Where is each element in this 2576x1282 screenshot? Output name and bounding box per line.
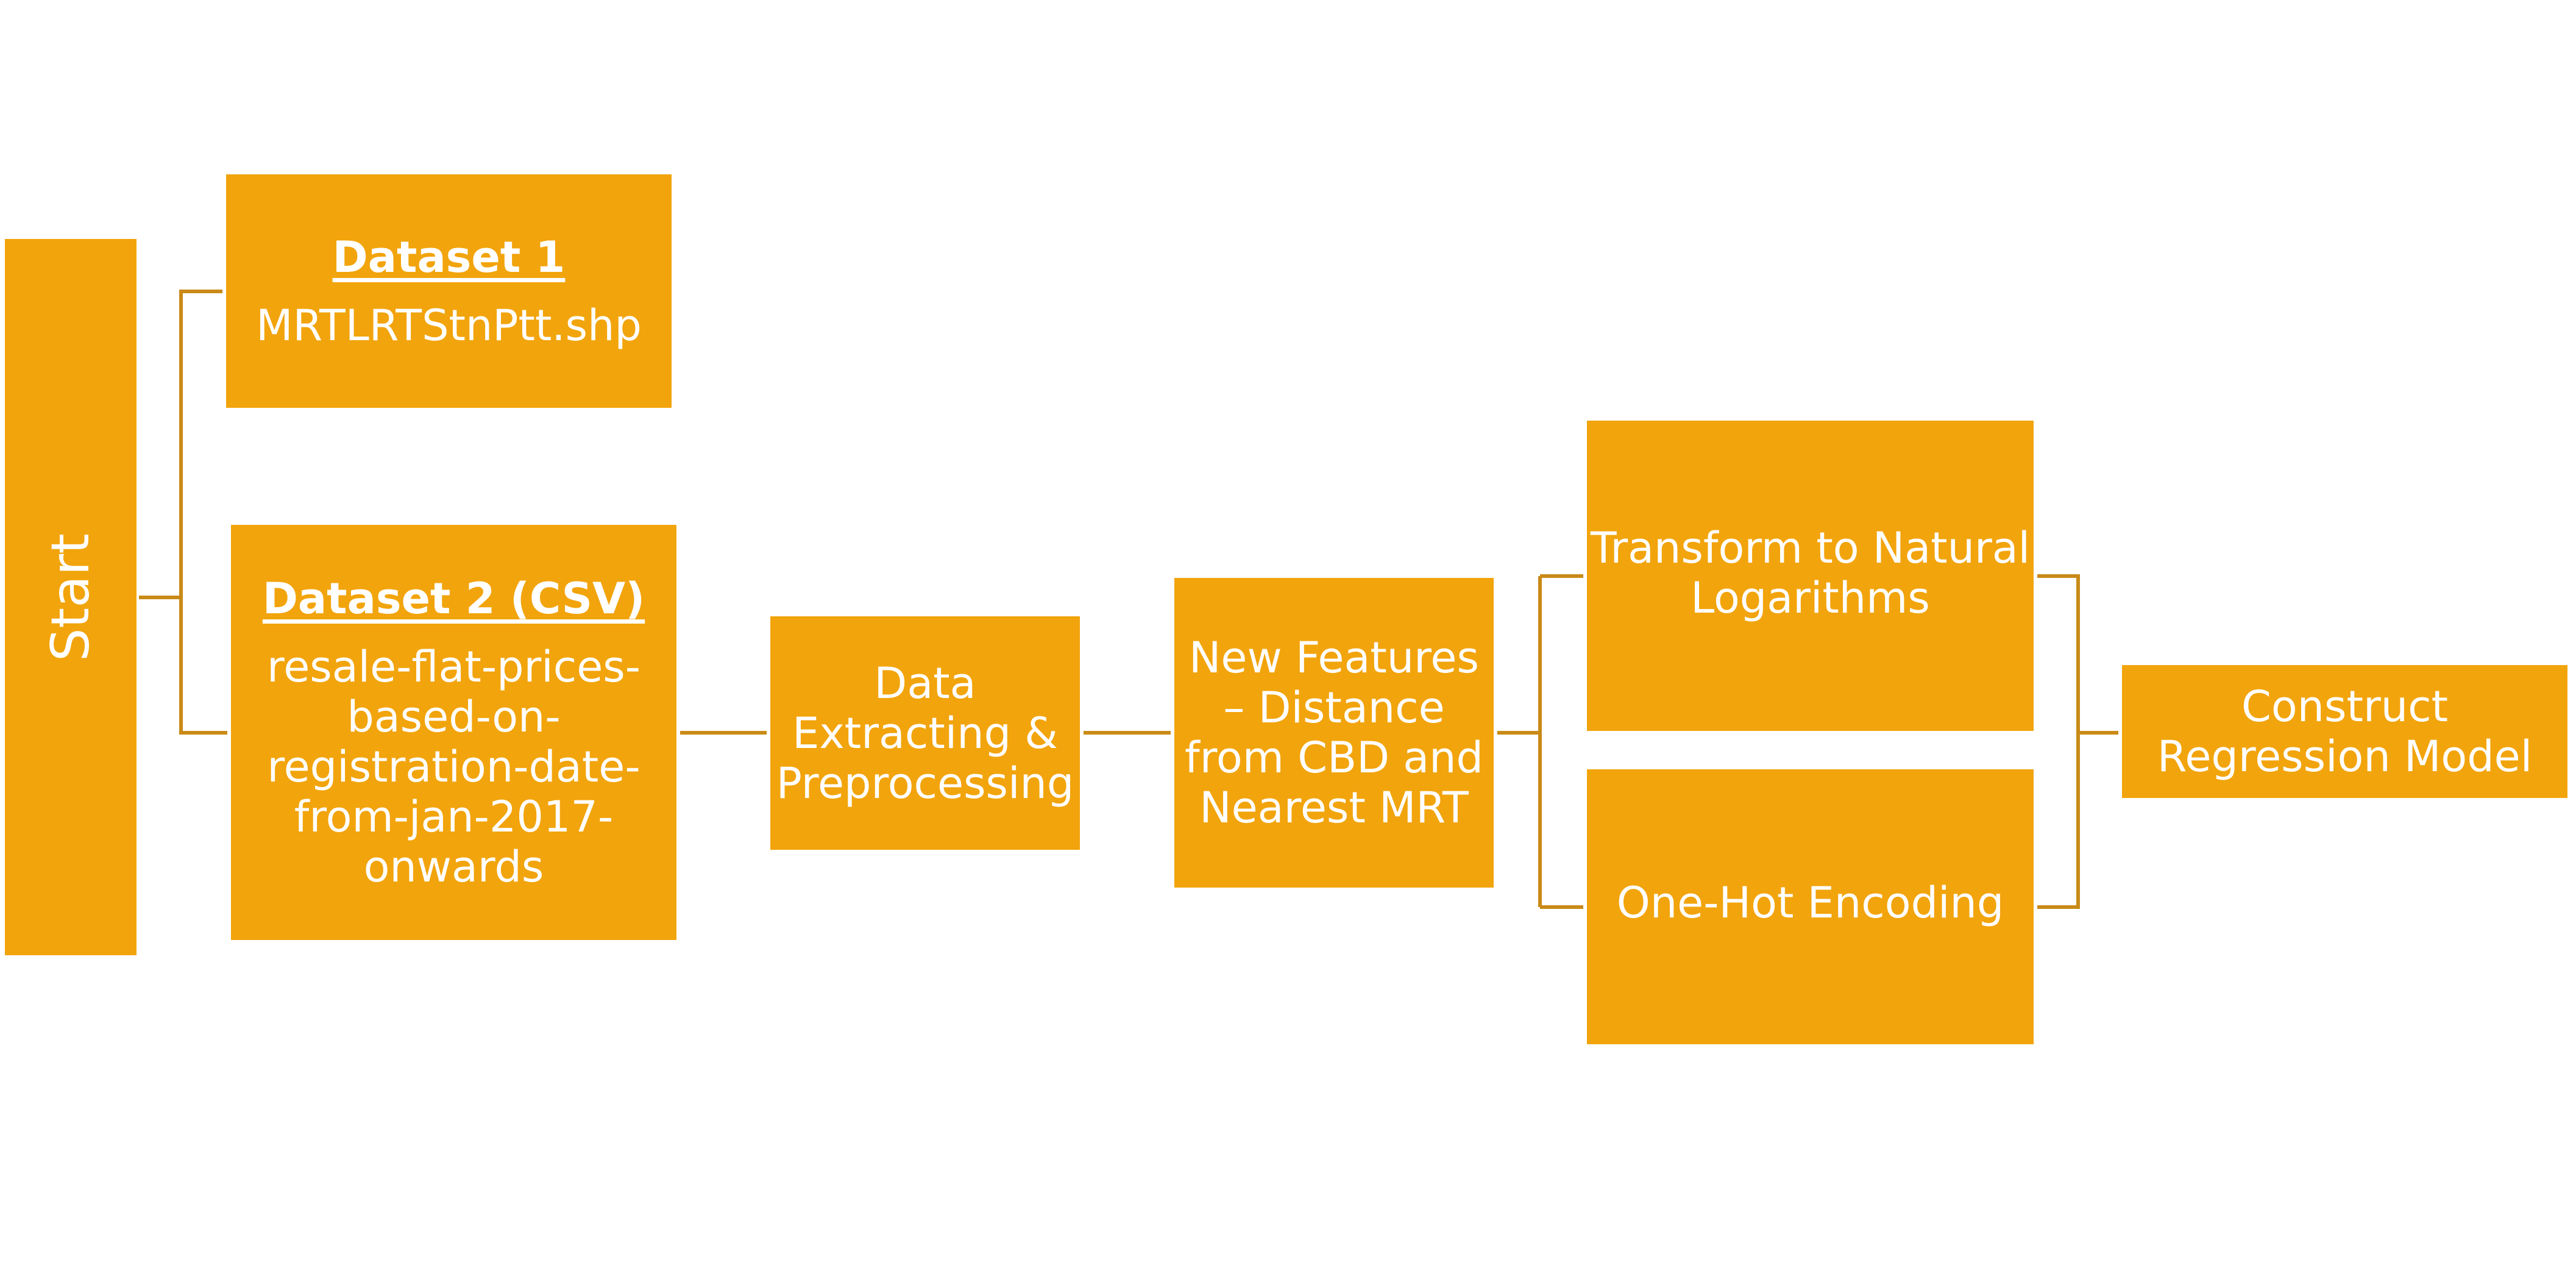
regression-model-label-line: Regression Model <box>2157 732 2533 782</box>
dataset2-filename-line: from-jan-2017- <box>294 791 614 842</box>
new-features-box: New Features – Distance from CBD and Nea… <box>1174 578 1494 888</box>
dataset2-filename-line: resale-flat-prices- <box>266 641 641 692</box>
new-features-label-line: Nearest MRT <box>1199 783 1469 833</box>
connector-branches-to-model <box>2037 574 2118 909</box>
log-transform-label-line: Logarithms <box>1691 573 1930 623</box>
preprocessing-box: Data Extracting & Preprocessing <box>770 616 1080 850</box>
new-features-label-line: New Features <box>1189 633 1479 683</box>
new-features-label-line: – Distance <box>1223 683 1445 733</box>
dataset2-filename-line: based-on- <box>347 691 561 742</box>
one-hot-encoding-box: One-Hot Encoding <box>1587 769 2034 1044</box>
log-transform-box: Transform to Natural Logarithms <box>1587 421 2034 731</box>
dataset2-filename-line: onwards <box>363 841 544 892</box>
log-transform-label-line: Transform to Natural <box>1590 523 2031 573</box>
start-label: Start <box>40 533 101 661</box>
connector-start-to-datasets <box>139 290 227 735</box>
preprocessing-label-line: Data <box>874 658 976 708</box>
dataset2-box: Dataset 2 (CSV) resale-flat-prices- base… <box>231 525 676 940</box>
dataset2-filename-line: registration-date- <box>267 741 640 792</box>
preprocessing-label-line: Preprocessing <box>776 758 1074 808</box>
preprocessing-label-line: Extracting & <box>792 708 1058 758</box>
dataset2-heading: Dataset 2 (CSV) <box>262 573 645 624</box>
dataset1-box: Dataset 1 MRTLRTStnPtt.shp <box>226 174 672 408</box>
connector-features-to-branches <box>1497 574 1583 909</box>
one-hot-encoding-label: One-Hot Encoding <box>1616 878 2004 928</box>
dataset1-heading: Dataset 1 <box>332 232 566 282</box>
dataset1-filename: MRTLRTStnPtt.shp <box>256 300 642 351</box>
start-box: Start <box>5 239 137 955</box>
new-features-label-line: from CBD and <box>1185 733 1483 783</box>
regression-model-label-line: Construct <box>2241 682 2449 732</box>
regression-model-box: Construct Regression Model <box>2122 665 2567 798</box>
